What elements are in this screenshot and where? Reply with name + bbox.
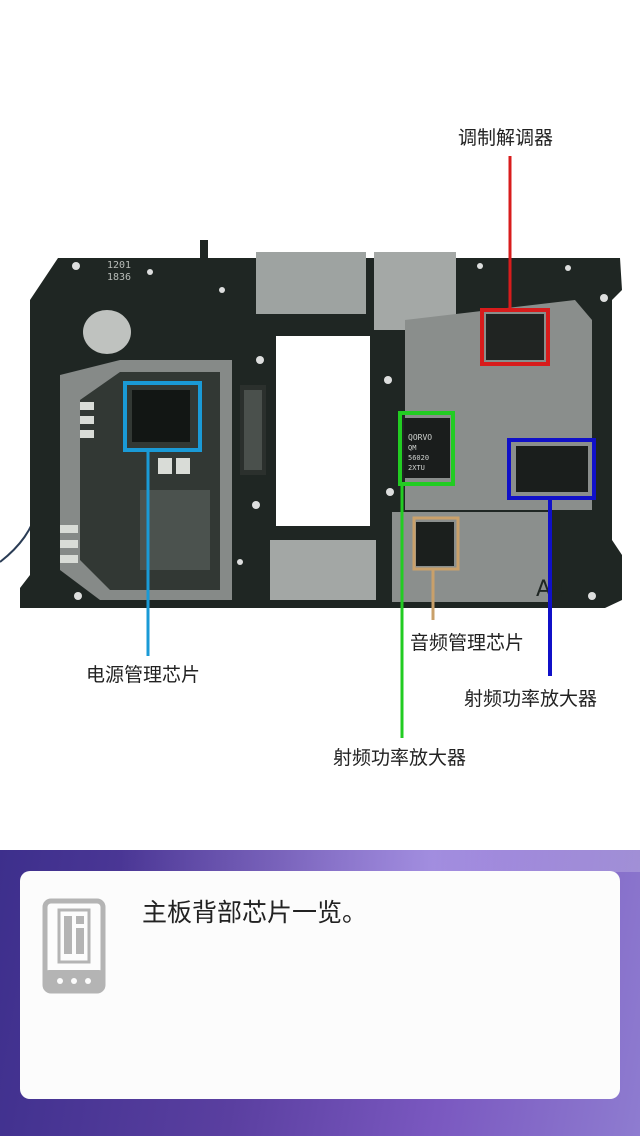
caption-text: 主板背部芯片一览。 — [142, 898, 368, 927]
lower-center-shield — [270, 540, 376, 600]
modem-label: 调制解调器 — [458, 127, 554, 149]
audio-mgmt-label: 音频管理芯片 — [410, 632, 525, 654]
caption-card: 主板背部芯片一览。 — [20, 871, 620, 1099]
silk-code-top: 1201 — [107, 260, 131, 271]
silk-code-bottom: 1836 — [107, 272, 131, 283]
modem-highlight — [480, 308, 550, 366]
modem-chip — [486, 314, 544, 360]
decorative-streak — [120, 850, 640, 872]
motherboard-figure: 1201 1836 A4 QORVO QM 56020 2XTU — [0, 156, 622, 738]
rf-pa-right-chip — [516, 446, 588, 492]
top-shield-left — [256, 252, 366, 314]
audio-chip — [416, 522, 454, 566]
rf-pa-green-chip — [404, 418, 450, 478]
svg-text:56020: 56020 — [408, 454, 429, 462]
center-cutout — [276, 336, 370, 526]
lower-right-shield — [392, 512, 550, 602]
audio-highlight — [412, 516, 460, 571]
rf-pa-green-label: 射频功率放大器 — [333, 747, 467, 769]
svg-text:QM: QM — [408, 444, 416, 452]
svg-text:QORVO: QORVO — [408, 433, 432, 442]
rf-pa-right-label: 射频功率放大器 — [464, 688, 598, 710]
power-mgmt-label: 电源管理芯片 — [86, 664, 201, 686]
power-chip — [132, 390, 190, 442]
svg-text:2XTU: 2XTU — [408, 464, 425, 472]
rf-pa-green-highlight — [398, 411, 455, 486]
phone-icon — [42, 898, 106, 994]
power-highlight — [123, 381, 202, 452]
